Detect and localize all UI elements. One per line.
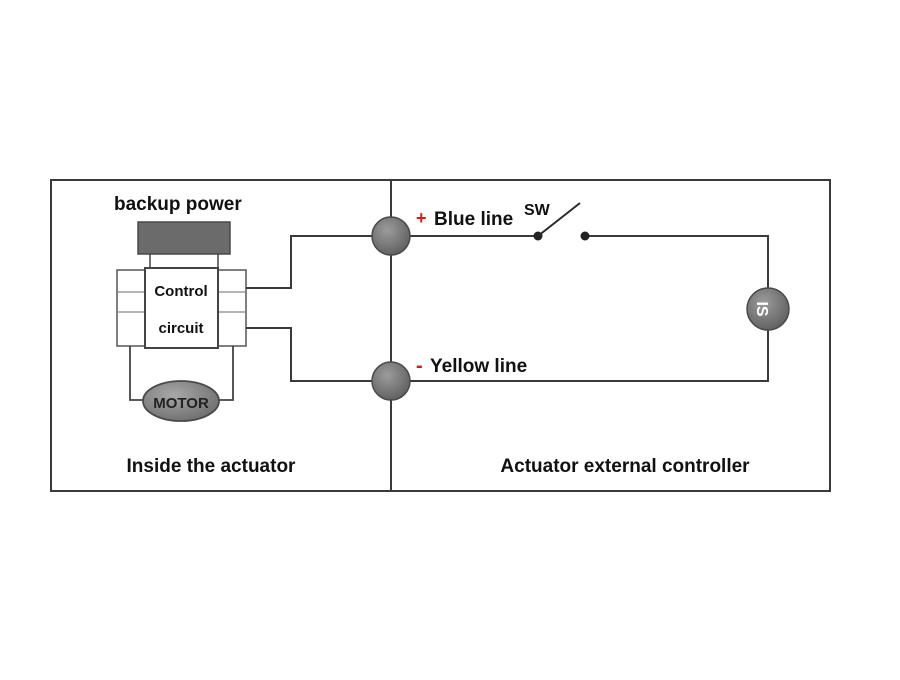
backup-power-label: backup power	[114, 194, 242, 215]
internal-wire-positive	[246, 235, 373, 289]
diagram-frame	[50, 179, 831, 492]
yellow-line-wire	[409, 329, 769, 382]
current-source-label: IS	[753, 301, 770, 316]
control-circuit-label-line2: circuit	[158, 320, 203, 337]
motor-body	[142, 380, 220, 422]
yellow-line-label: Yellow line	[430, 356, 527, 377]
motor-wire-right	[217, 346, 234, 401]
external-controller-caption: Actuator external controller	[500, 456, 750, 477]
positive-terminal	[371, 216, 411, 256]
control-circuit-left-tab	[116, 269, 148, 347]
switch-blade	[537, 202, 581, 237]
negative-sign: -	[416, 355, 423, 377]
control-circuit-body	[144, 267, 219, 349]
inside-actuator-caption: Inside the actuator	[127, 456, 297, 477]
internal-wire-negative	[246, 327, 373, 382]
control-circuit-right-tab	[215, 269, 247, 347]
blue-line-label: Blue line	[434, 209, 513, 230]
control-circuit-label-line1: Control	[154, 283, 207, 300]
switch-sw: SW	[524, 202, 590, 241]
switch-label: SW	[524, 202, 551, 219]
negative-terminal	[371, 361, 411, 401]
positive-sign: +	[416, 208, 427, 228]
control-circuit: Control circuit	[116, 267, 247, 349]
motor-label: MOTOR	[153, 395, 209, 412]
switch-contact-right	[580, 231, 590, 241]
motor-wire-left	[129, 346, 146, 401]
backup-power-block	[137, 221, 231, 255]
return-wire-top	[585, 235, 769, 289]
current-source-body	[746, 287, 790, 331]
current-source: IS	[746, 287, 790, 331]
